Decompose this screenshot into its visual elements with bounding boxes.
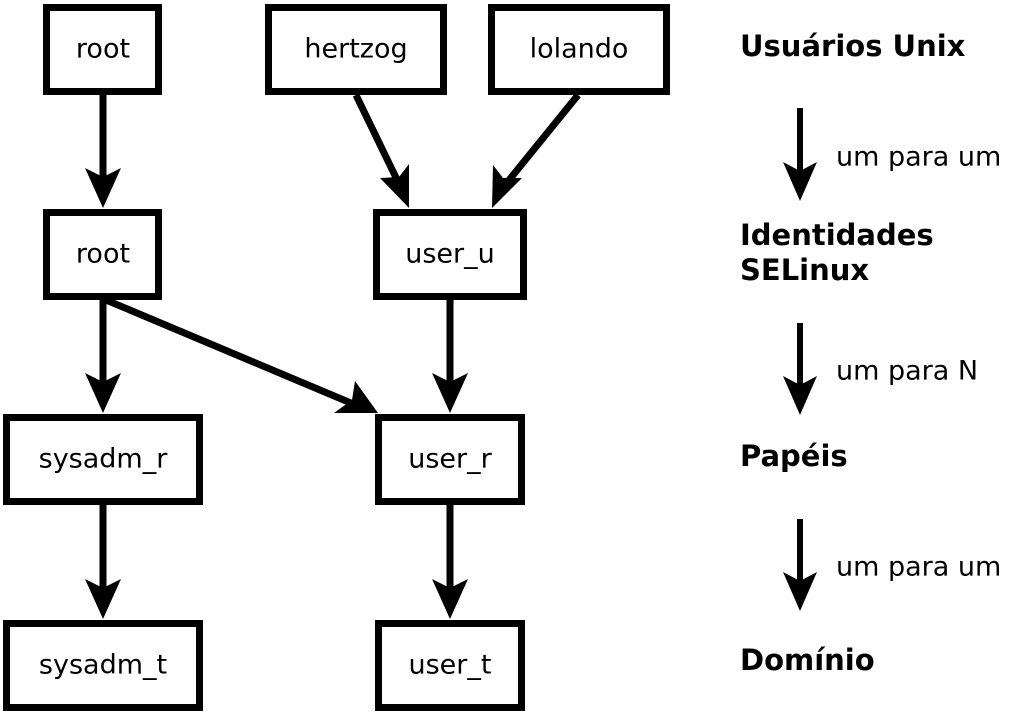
arrowhead-icon	[783, 572, 817, 611]
node-label: root	[76, 34, 130, 65]
arrowhead-icon	[432, 373, 468, 413]
node-domain-user-t[interactable]: user_t	[375, 620, 525, 711]
tier-heading-roles: Papéis	[740, 439, 848, 473]
node-label: sysadm_t	[39, 650, 167, 681]
node-label: lolando	[530, 34, 629, 65]
node-label: sysadm_r	[39, 444, 169, 475]
node-label: hertzog	[304, 34, 407, 65]
node-box[interactable]	[373, 209, 527, 300]
node-box[interactable]	[3, 620, 203, 711]
legend-relation-roles-to-domains: um para um	[783, 519, 1001, 611]
arrowhead-icon	[380, 164, 409, 208]
legend-relation-label: um para um	[836, 552, 1001, 583]
node-box[interactable]	[375, 620, 525, 711]
edge-identity-root-to-sysadm-r	[85, 300, 121, 413]
node-domain-sysadm-t[interactable]: sysadm_t	[3, 620, 203, 711]
arrowhead-icon	[85, 579, 121, 619]
node-label: user_r	[408, 444, 492, 475]
node-label: user_t	[409, 650, 492, 681]
edge-user-r-to-user-t	[432, 505, 468, 619]
tier-heading-selinux-identities-line1: Identidades	[740, 218, 934, 252]
arrowhead-icon	[432, 579, 468, 619]
node-identity-user-u[interactable]: user_u	[373, 209, 527, 300]
arrowhead-icon	[783, 162, 817, 201]
legend-relation-users-to-identities: um para um	[783, 108, 1001, 201]
node-role-user-r[interactable]: user_r	[375, 414, 525, 505]
node-box[interactable]	[265, 4, 447, 95]
arrowhead-icon	[492, 165, 522, 208]
node-box[interactable]	[488, 4, 670, 95]
edge-lolando-to-user-u	[492, 92, 581, 208]
legend-relation-label: um para um	[836, 142, 1001, 173]
edge-line	[352, 93, 406, 192]
tier-heading-selinux-identities-line2: SELinux	[740, 253, 869, 287]
edge-line	[104, 296, 360, 410]
edge-line	[498, 92, 581, 193]
legend-relation-identities-to-roles: um para N	[783, 323, 978, 415]
node-box[interactable]	[3, 414, 203, 505]
edge-sysadm-r-to-sysadm-t	[85, 505, 121, 619]
tier-heading-domains: Domínio	[740, 643, 875, 677]
node-box[interactable]	[375, 414, 525, 505]
legend-column: Usuários Unix um para um Identidades SEL…	[740, 29, 1001, 677]
node-label: user_u	[405, 239, 495, 270]
node-box[interactable]	[43, 4, 162, 95]
node-unix-hertzog[interactable]: hertzog	[265, 4, 447, 95]
node-identity-root[interactable]: root	[43, 209, 162, 300]
arrowhead-icon	[85, 168, 121, 208]
arrowhead-icon	[334, 381, 378, 413]
edge-hertzog-to-user-u	[352, 93, 409, 208]
node-unix-lolando[interactable]: lolando	[488, 4, 670, 95]
edge-unix-root-to-identity-root	[85, 95, 121, 208]
edge-user-u-to-user-r	[432, 300, 468, 413]
legend-relation-label: um para N	[836, 356, 978, 387]
arrowhead-icon	[783, 376, 817, 415]
node-unix-root[interactable]: root	[43, 4, 162, 95]
edge-layer	[85, 92, 581, 619]
arrowhead-icon	[85, 373, 121, 413]
node-box[interactable]	[43, 209, 162, 300]
node-role-sysadm-r[interactable]: sysadm_r	[3, 414, 203, 505]
node-label: root	[76, 239, 130, 270]
node-layer: root hertzog lolando root user_u sysadm_	[3, 4, 670, 711]
edge-identity-root-to-user-r	[104, 296, 378, 413]
tier-heading-unix-users: Usuários Unix	[740, 29, 966, 63]
